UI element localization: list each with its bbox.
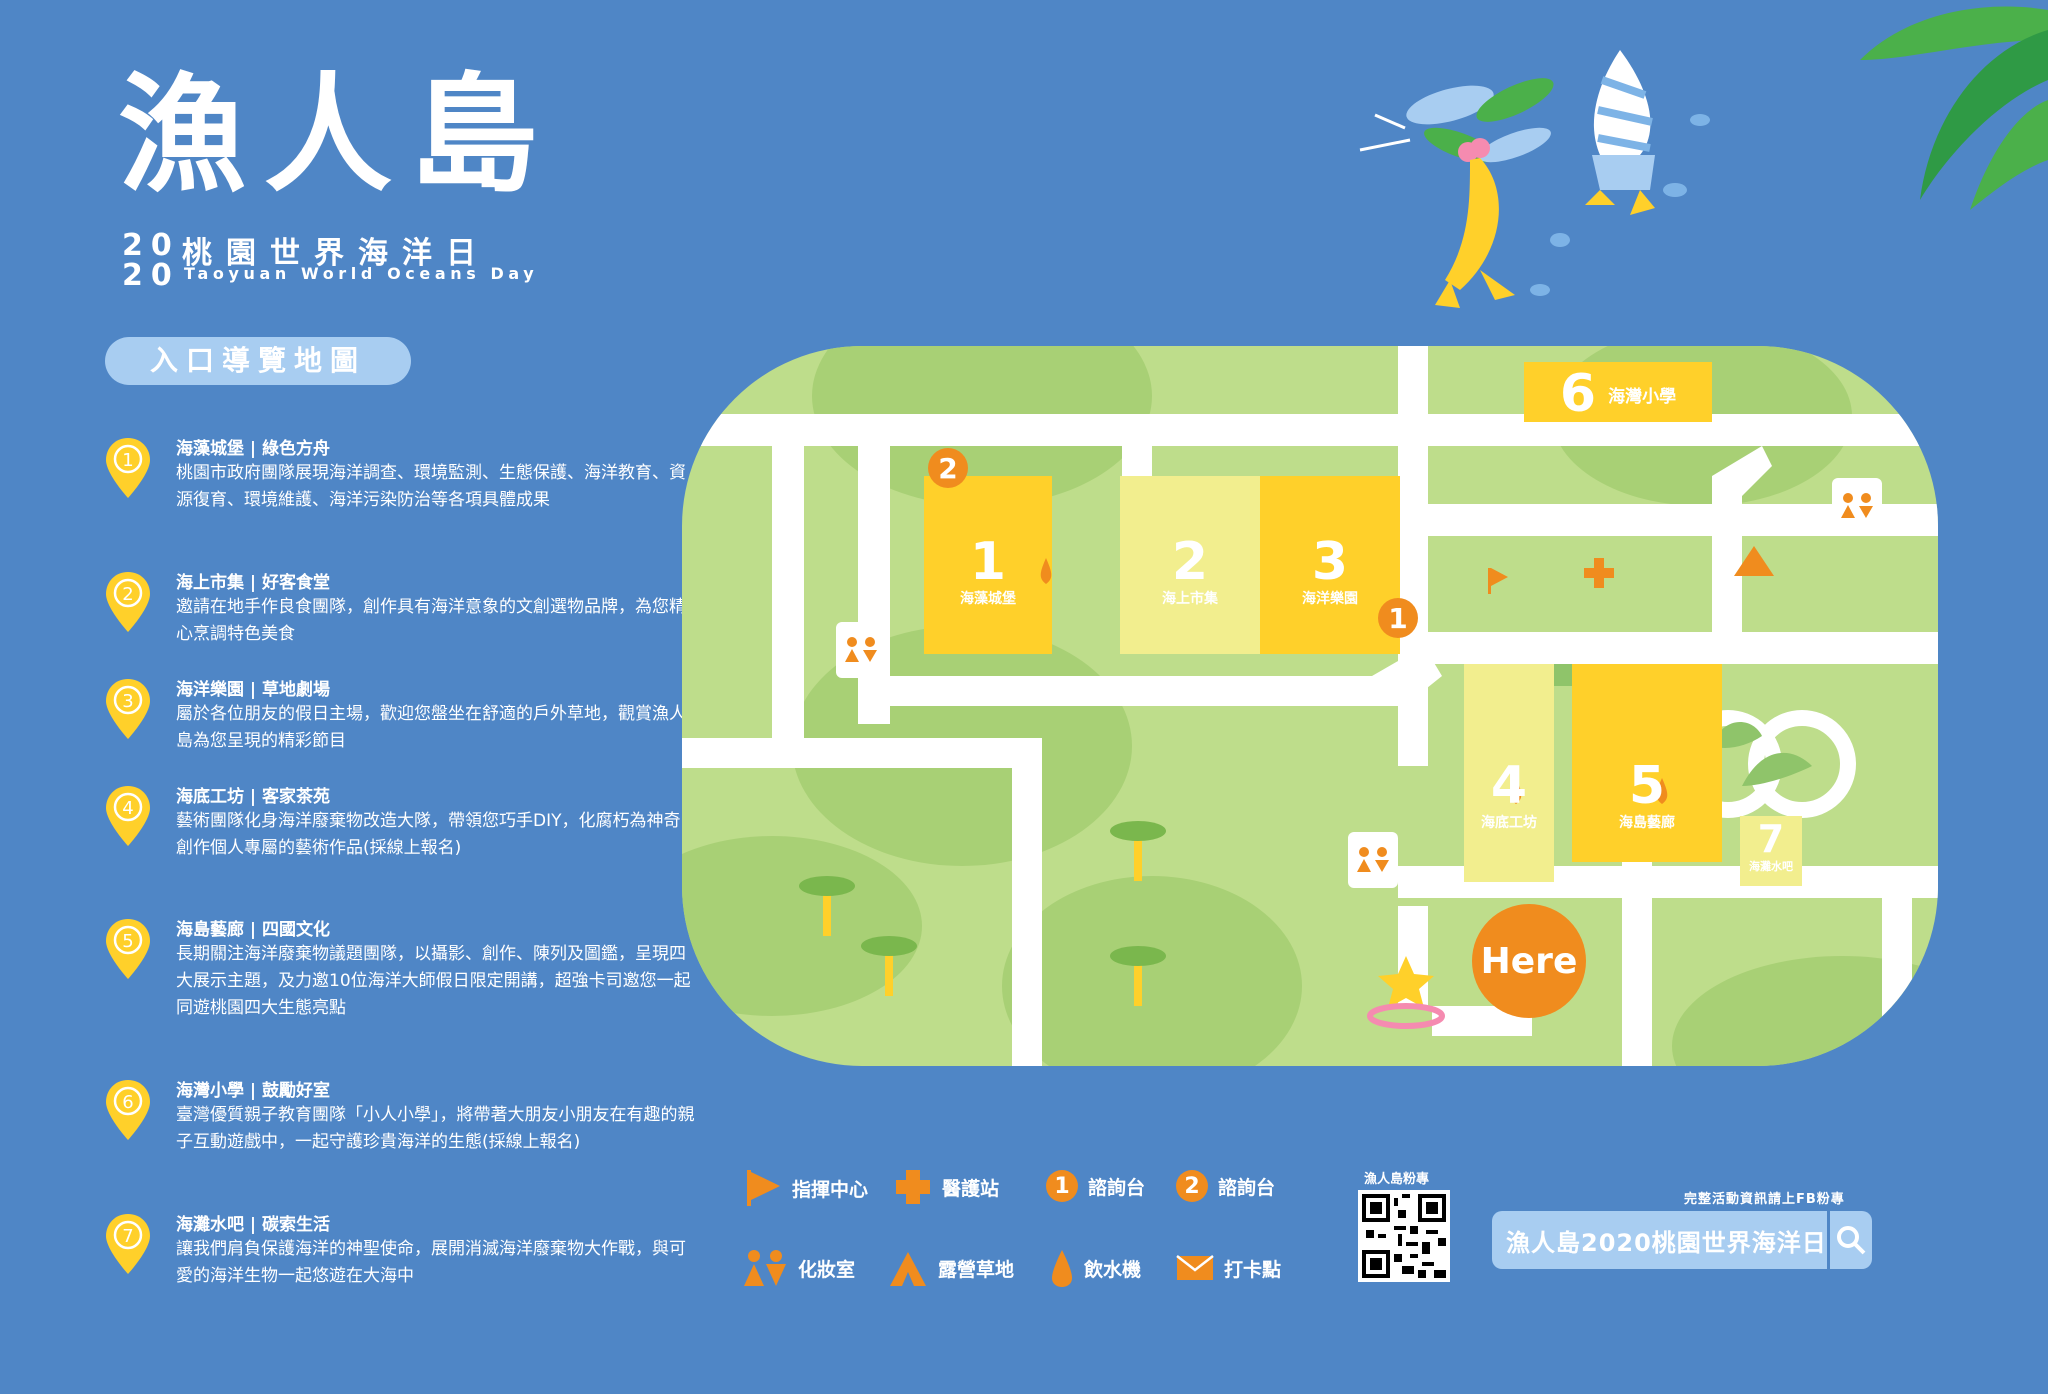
svg-text:1: 1 <box>122 450 133 471</box>
legend-camp: 露營草地 <box>888 1248 1014 1288</box>
year-bottom: 20 <box>122 258 180 293</box>
map-background <box>682 346 1938 1066</box>
building-label: 海灣小學 <box>1608 386 1677 407</box>
mail-icon <box>1176 1255 1214 1280</box>
building-label: 海底工坊 <box>1481 815 1537 831</box>
fb-hint: 完整活動資訊請上FB粉專 <box>1684 1192 1845 1207</box>
info-number-icon: 2 <box>1176 1170 1208 1202</box>
qr-label: 漁人島粉專 <box>1364 1172 1430 1187</box>
building-number: 3 <box>1311 532 1349 592</box>
map-pin-icon: 5 <box>106 919 150 979</box>
flag-icon <box>747 1170 780 1206</box>
zone-description: 桃園市政府團隊展現海洋調查、環境監測、生態保護、海洋教育、資源復育、環境維護、海… <box>176 463 686 510</box>
site-map: 1 海藻城堡 2 海上市集 3 海洋樂園 4 海底工坊 5 海島藝廊 6 海灣小… <box>682 346 1938 1066</box>
palm-tree-icon <box>799 821 1166 1006</box>
legend-checkin: 打卡點 <box>1176 1254 1281 1282</box>
you-are-here-marker: Here <box>1472 904 1586 1018</box>
map-heading: 入口導覽地圖 <box>105 337 411 385</box>
info-desk-1-marker[interactable]: 1 <box>1378 598 1418 638</box>
mascots-illustration <box>1359 50 1710 308</box>
building-number: 7 <box>1757 817 1785 861</box>
zone-title: 海藻城堡 | 綠色方舟 <box>176 439 331 459</box>
map-pin-icon: 4 <box>106 786 150 846</box>
zone-title: 海灣小學 | 鼓勵好室 <box>176 1081 331 1101</box>
building-number: 4 <box>1490 756 1528 816</box>
zone-description: 長期關注海洋廢棄物議題團隊，以攝影、創作、陳列及圖鑑，呈現四大展示主題，及力邀1… <box>176 944 691 1018</box>
qr-code-pattern <box>1362 1194 1446 1278</box>
zone-description: 讓我們肩負保護海洋的神聖使命，展開消滅海洋廢棄物大作戰，與可愛的海洋生物一起悠遊… <box>176 1239 686 1286</box>
restroom-icon <box>744 1250 786 1286</box>
legend-label: 指揮中心 <box>792 1178 869 1201</box>
legend-label: 諮詢台 <box>1088 1176 1146 1199</box>
year-top: 20 <box>122 228 180 263</box>
medical-cross-icon <box>896 1170 930 1204</box>
building-label: 海上市集 <box>1162 591 1218 607</box>
legend-label: 諮詢台 <box>1218 1176 1276 1199</box>
building-number: 6 <box>1559 364 1597 424</box>
svg-text:6: 6 <box>122 1092 133 1113</box>
tent-icon <box>890 1252 926 1286</box>
map-pin-icon: 2 <box>106 572 150 632</box>
info-desk-2-marker[interactable]: 2 <box>928 448 968 488</box>
legend-info-desk-1: 1 諮詢台 <box>1046 1170 1145 1202</box>
legend-label: 露營草地 <box>938 1258 1015 1281</box>
subtitle-en: Taoyuan World Oceans Day <box>184 264 539 283</box>
svg-text:7: 7 <box>122 1226 133 1247</box>
building-7[interactable]: 7 海灘水吧 <box>1740 820 1802 874</box>
building-number: 1 <box>969 532 1007 592</box>
map-pin-icon: 1 <box>106 438 150 498</box>
building-label: 海藻城堡 <box>960 591 1016 607</box>
legend-label: 化妝室 <box>798 1258 856 1281</box>
zone-title: 海島藝廊 | 四國文化 <box>176 920 331 940</box>
zone-description: 屬於各位朋友的假日主場，歡迎您盤坐在舒適的戶外草地，觀賞漁人島為您呈現的精彩節目 <box>176 704 686 751</box>
legend-command-center: 指揮中心 <box>744 1168 868 1208</box>
building-2[interactable]: 2 海上市集 <box>1120 536 1260 608</box>
map-pin-icon: 7 <box>106 1214 150 1274</box>
building-3[interactable]: 3 海洋樂園 <box>1260 536 1400 608</box>
map-pin-icon: 6 <box>106 1080 150 1140</box>
search-input[interactable]: 漁人島2020桃園世界海洋日 <box>1506 1228 1827 1257</box>
building-1[interactable]: 1 海藻城堡 <box>924 536 1052 608</box>
legend-restroom: 化妝室 <box>742 1248 855 1288</box>
building-number: 5 <box>1628 756 1666 816</box>
zone-description: 藝術團隊化身海洋廢棄物改造大隊，帶領您巧手DIY，化腐朽為神奇，創作個人專屬的藝… <box>176 811 698 858</box>
legend-label: 打卡點 <box>1224 1258 1282 1281</box>
subtitle-cn: 桃園世界海洋日 <box>182 236 490 271</box>
search-icon <box>1836 1226 1866 1255</box>
building-number: 2 <box>1171 532 1209 592</box>
legend-water: 飲水機 <box>1050 1248 1141 1288</box>
svg-text:3: 3 <box>122 691 133 712</box>
svg-text:4: 4 <box>122 798 133 819</box>
zone-description: 邀請在地手作良食團隊，創作具有海洋意象的文創選物品牌，為您精心烹調特色美食 <box>176 597 686 644</box>
zone-title: 海底工坊 | 客家茶苑 <box>176 787 331 807</box>
info-number-icon: 1 <box>1046 1170 1078 1202</box>
zone-title: 海洋樂園 | 草地劇場 <box>176 680 331 700</box>
qr-code[interactable] <box>1358 1190 1450 1282</box>
svg-text:5: 5 <box>122 931 133 952</box>
water-drop-icon <box>1052 1250 1072 1287</box>
legend-label: 飲水機 <box>1084 1258 1142 1281</box>
legend-label: 醫護站 <box>942 1177 1000 1200</box>
building-label: 海洋樂園 <box>1302 591 1358 607</box>
fb-search-box[interactable]: 漁人島2020桃園世界海洋日 <box>1492 1211 1872 1269</box>
zone-title: 海灘水吧 | 碳索生活 <box>176 1215 331 1235</box>
building-4[interactable]: 4 海底工坊 <box>1464 760 1554 832</box>
palm-leaves-decoration <box>1860 6 2048 210</box>
logo-title: 漁人島 <box>118 61 557 210</box>
building-5[interactable]: 5 海島藝廊 <box>1572 760 1722 832</box>
legend-info-desk-2: 2 諮詢台 <box>1176 1170 1275 1202</box>
zone-description: 臺灣優質親子教育團隊「小人小學」，將帶著大朋友小朋友在有趣的親子互動遊戲中，一起… <box>176 1105 695 1152</box>
building-label: 海島藝廊 <box>1619 815 1675 831</box>
map-pin-icon: 3 <box>106 679 150 739</box>
search-button[interactable] <box>1826 1211 1872 1269</box>
building-6[interactable]: 6 海灣小學 <box>1524 368 1712 420</box>
building-label: 海灘水吧 <box>1749 860 1793 873</box>
zone-title: 海上市集 | 好客食堂 <box>176 573 331 593</box>
svg-text:2: 2 <box>122 584 133 605</box>
legend-medical: 醫護站 <box>894 1168 999 1206</box>
